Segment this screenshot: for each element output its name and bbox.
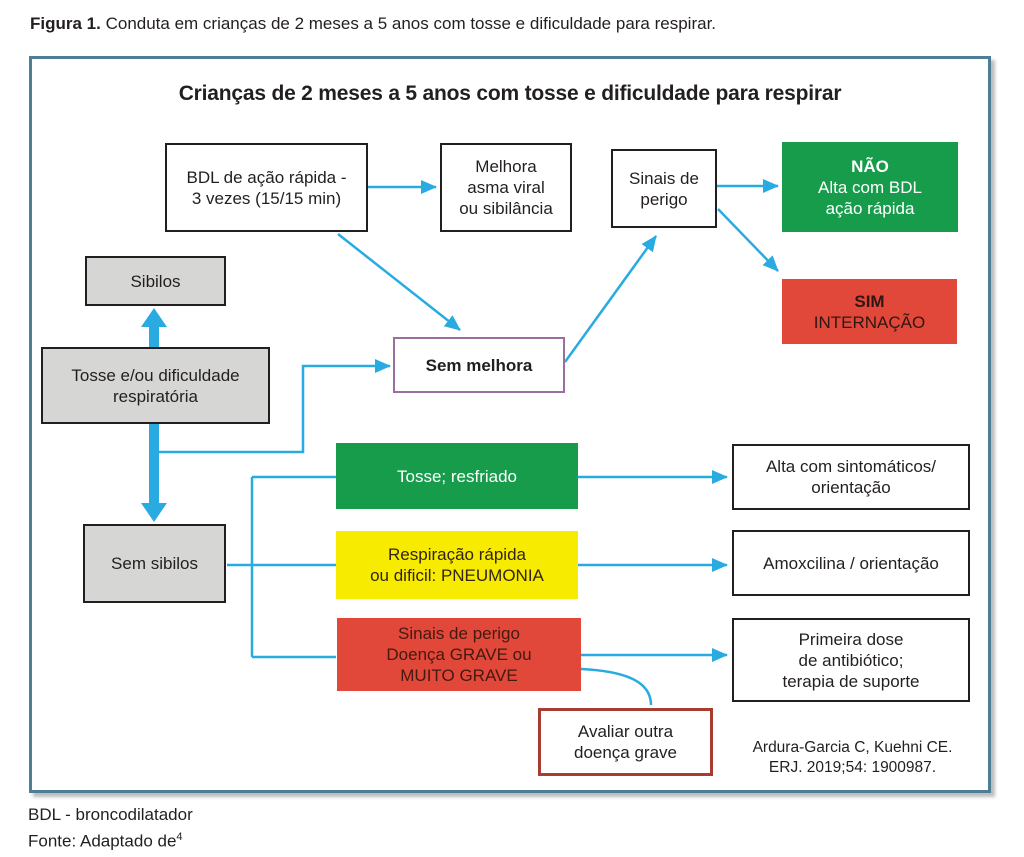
citation: Ardura-Garcia C, Kuehni CE. ERJ. 2019;54… (730, 738, 975, 778)
node-text-line: Amoxcilina / orientação (763, 553, 939, 573)
node-avaliar-outra-doenca: Avaliar outra doença grave (538, 708, 713, 776)
node-text-line: BDL de ação rápida - (186, 167, 347, 187)
node-sim-internacao: SIM INTERNAÇÃO (782, 279, 957, 344)
flowchart-frame (29, 56, 991, 793)
footnote-source: Fonte: Adaptado de4 (28, 831, 183, 851)
arrow-tosse-to-sem-melhora (156, 359, 391, 454)
node-text-line: Avaliar outra (577, 722, 674, 741)
node-tosse-resfriado: Tosse; resfriado (336, 443, 578, 509)
arrow-sinais-to-sim (717, 208, 779, 272)
node-text-line: de antibiótico; (798, 650, 904, 670)
node-amoxcilina: Amoxcilina / orientação (732, 530, 970, 596)
node-text-line: Sinais de perigo (398, 624, 520, 643)
node-text-line: Alta com sintomáticos/ (765, 457, 937, 476)
node-text-line: Primeira dose (798, 629, 904, 649)
node-sibilos: Sibilos (85, 256, 226, 306)
node-text-line: ou dificil: PNEUMONIA (370, 566, 544, 585)
node-doenca-grave: Sinais de perigo Doença GRAVE ou MUITO G… (337, 618, 581, 691)
figure-caption: Figura 1. Conduta em crianças de 2 meses… (30, 14, 990, 34)
node-text-line: NÃO (851, 156, 889, 176)
node-sinais-de-perigo: Sinais de perigo (611, 149, 717, 228)
node-text-line: Sinais de (629, 168, 699, 188)
node-text-line: ou sibilância (459, 199, 553, 218)
node-text-line: perigo (640, 189, 688, 209)
node-text-line: orientação (811, 478, 891, 497)
node-bdl-acao-rapida: BDL de ação rápida - 3 vezes (15/15 min) (165, 143, 368, 232)
thick-arrow-tosse-to-sem-sibilos (141, 424, 167, 522)
node-text-line: SIM (854, 291, 885, 311)
node-sem-melhora: Sem melhora (393, 337, 565, 393)
citation-line: ERJ. 2019;54: 1900987. (768, 759, 937, 776)
node-text-line: doença grave (573, 743, 678, 762)
node-text-line: Sem sibilos (111, 554, 198, 573)
node-tosse-dificuldade: Tosse e/ou dificuldade respiratória (41, 347, 270, 424)
figure-caption-text: Conduta em crianças de 2 meses a 5 anos … (100, 14, 717, 33)
node-text-line: INTERNAÇÃO (813, 312, 926, 332)
node-text-line: Respiração rápida (388, 545, 526, 564)
figure-caption-label: Figura 1. (30, 14, 101, 33)
node-text-line: ação rápida (825, 198, 915, 218)
arrow-bdl-to-sem-melhora (337, 233, 461, 331)
citation-line: Ardura-Garcia C, Kuehni CE. (752, 739, 953, 756)
node-pneumonia: Respiração rápida ou dificil: PNEUMONIA (336, 531, 578, 599)
node-text-line: 3 vezes (15/15 min) (191, 188, 342, 208)
node-text-line: Alta com BDL (818, 177, 922, 197)
node-text-line: MUITO GRAVE (400, 666, 518, 685)
node-melhora-asma: Melhora asma viral ou sibilância (440, 143, 572, 232)
node-primeira-dose: Primeira dose de antibiótico; terapia de… (732, 618, 970, 702)
node-text-line: Tosse e/ou dificuldade (71, 365, 240, 385)
node-text-line: Sibilos (130, 271, 181, 291)
footnote-source-ref: 4 (176, 831, 183, 843)
node-text-line: asma viral (467, 178, 545, 197)
node-alta-sintomaticos: Alta com sintomáticos/ orientação (732, 444, 970, 510)
node-text-line: Sem melhora (425, 355, 533, 375)
node-text-line: terapia de suporte (782, 671, 920, 691)
footnote: BDL - broncodilatador Fonte: Adaptado de… (28, 804, 193, 853)
arrow-sem-melhora-to-sinais (563, 235, 658, 363)
node-text-line: Melhora (475, 157, 537, 176)
flowchart-title: Crianças de 2 meses a 5 anos com tosse e… (178, 82, 842, 105)
node-text-line: Tosse; resfriado (397, 466, 517, 486)
node-text-line: respiratória (112, 386, 199, 406)
footnote-abbreviation: BDL - broncodilatador (28, 805, 193, 824)
curve-grave-to-avaliar (580, 667, 653, 706)
node-sem-sibilos: Sem sibilos (83, 524, 226, 603)
thick-arrow-tosse-to-sibilos (141, 308, 167, 348)
node-text-line: Doença GRAVE ou (386, 645, 532, 664)
node-nao-alta-bdl: NÃO Alta com BDL ação rápida (782, 142, 958, 232)
